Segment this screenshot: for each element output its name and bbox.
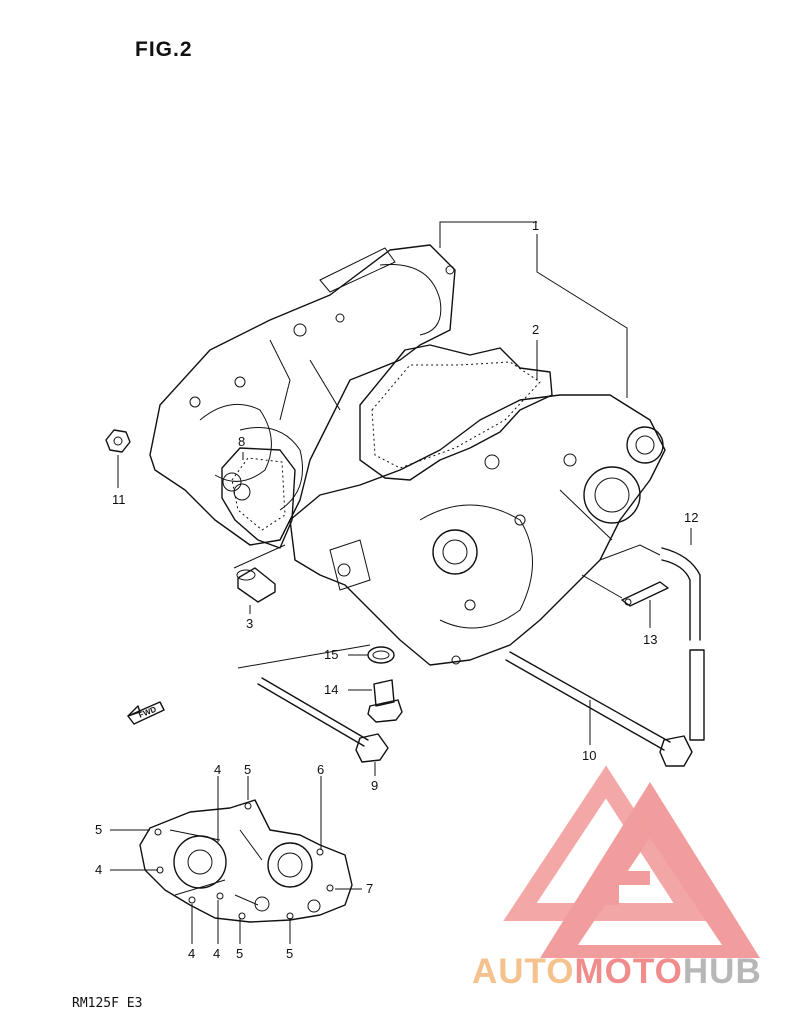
- callout-11: 11: [112, 492, 126, 507]
- callout-10: 10: [582, 748, 596, 763]
- callout-4-top: 4: [214, 762, 221, 777]
- crankcase-right-half: [289, 394, 666, 666]
- callout-3: 3: [246, 616, 253, 631]
- long-bolt-right: [505, 651, 693, 767]
- callout-2: 2: [532, 322, 539, 337]
- callout-labels: 1 2 3 4 5 6 5 4 7 4 4 5 5 8 9 10 11 12 1…: [95, 218, 698, 961]
- clutch-side-view: [139, 799, 353, 923]
- drain-plug: [367, 679, 403, 723]
- callout-4-bottom-a: 4: [188, 946, 195, 961]
- callout-6: 6: [317, 762, 324, 777]
- callout-15: 15: [324, 647, 338, 662]
- callout-4-left: 4: [95, 862, 102, 877]
- drain-nut: [105, 429, 131, 453]
- callout-5-bottom-a: 5: [236, 946, 243, 961]
- watermark-hub: HUB: [682, 952, 762, 991]
- gasket-left: [221, 447, 296, 549]
- model-code: RM125F E3: [72, 996, 143, 1011]
- leader-lines: [110, 221, 692, 944]
- callout-14: 14: [324, 682, 338, 697]
- gasket: [359, 344, 553, 481]
- callout-9: 9: [371, 778, 378, 793]
- callout-12: 12: [684, 510, 698, 525]
- watermark-moto: MOTO: [574, 952, 683, 991]
- long-bolt-left: [257, 677, 389, 763]
- watermark-auto: AUTO: [472, 952, 575, 991]
- watermark-logo-icon: [503, 765, 760, 958]
- dowel-pin: [236, 567, 276, 603]
- breather-hose: [661, 547, 705, 741]
- callout-5-left: 5: [95, 822, 102, 837]
- callout-5-bottom-b: 5: [286, 946, 293, 961]
- callout-1: 1: [532, 218, 539, 233]
- figure-title: FIG.2: [135, 38, 193, 61]
- hose-clamp: [621, 581, 669, 607]
- crankcase-left-half: [149, 244, 456, 546]
- callout-4-bottom-b: 4: [213, 946, 220, 961]
- o-ring: [367, 646, 395, 664]
- callout-13: 13: [643, 632, 657, 647]
- callout-5-top: 5: [244, 762, 251, 777]
- forward-arrow-icon: FWD: [127, 701, 165, 725]
- callout-7: 7: [366, 881, 373, 896]
- watermark-text: AUTOMOTOHUB: [472, 952, 762, 992]
- callout-8: 8: [238, 434, 245, 449]
